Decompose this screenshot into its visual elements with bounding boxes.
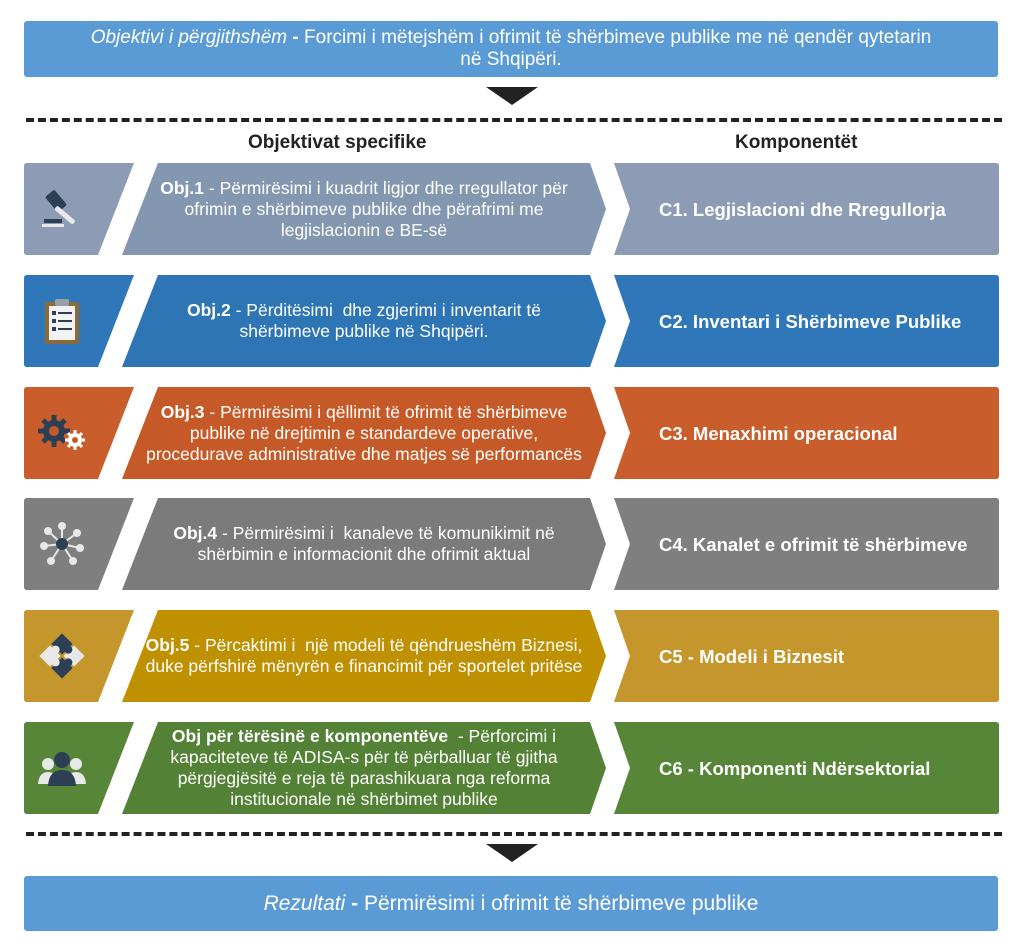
component-label: C2. Inventari i Shërbimeve Publike <box>659 310 962 332</box>
objective-text: Obj.2 - Përditësimi dhe zgjerimi i inven… <box>144 275 584 367</box>
objective-segment <box>122 610 606 702</box>
objective-text: Obj.4 - Përmirësimi i kanaleve të komuni… <box>144 498 584 590</box>
objective-row-3: Obj.3 - Përmirësimi i qëllimit të ofrimi… <box>24 387 999 479</box>
gears-icon <box>30 401 94 465</box>
puzzle-pieces-icon <box>30 624 94 688</box>
component-label: C1. Legjislacioni dhe Rregullorja <box>659 198 946 220</box>
general-objective-separator: - <box>287 27 305 48</box>
component-segment <box>614 163 999 255</box>
objective-segment <box>122 498 606 590</box>
component-label: C5 - Modeli i Biznesit <box>659 645 845 667</box>
objective-row-2: Obj.2 - Përditësimi dhe zgjerimi i inven… <box>24 275 999 367</box>
icon-segment <box>24 498 134 590</box>
objective-text: Obj.5 - Përcaktimi i një modeli të qëndr… <box>144 610 584 702</box>
objective-description: - Përforcimi i kapaciteteve të ADISA-s p… <box>170 726 563 809</box>
result-label: Rezultati <box>263 891 346 915</box>
general-objective-text: Forcimi i mëtejshëm i ofrimit të shërbim… <box>304 27 932 70</box>
component-segment <box>614 498 999 590</box>
objective-row-1: Obj.1 - Përmirësimi i kuadrit ligjor dhe… <box>24 163 999 255</box>
objective-label: Obj për tërësinë e komponentëve <box>171 726 449 746</box>
result-text: Përmirësimi i ofrimit të shërbimeve publ… <box>363 891 759 915</box>
objective-segment <box>122 722 606 814</box>
objective-description: - Përmirësimi i kanaleve të komunikimit … <box>197 523 560 564</box>
down-arrow-top <box>486 87 538 105</box>
column-header-objectives: Objektivat specifike <box>248 132 427 153</box>
icon-segment <box>24 387 134 479</box>
objective-description: - Përmirësimi i kuadrit ligjor dhe rregu… <box>184 177 573 240</box>
objective-row-4: Obj.4 - Përmirësimi i kanaleve të komuni… <box>24 498 999 590</box>
people-group-icon <box>30 736 94 800</box>
result-banner: Rezultati - Përmirësimi i ofrimit të shë… <box>24 876 998 931</box>
row-background <box>24 610 999 702</box>
objective-description: - Përcaktimi i një modeli të qëndrueshëm… <box>145 635 588 676</box>
divider-top <box>26 118 1002 122</box>
down-arrow-bottom <box>486 844 538 862</box>
gavel-icon <box>30 177 94 241</box>
row-background <box>24 387 999 479</box>
clipboard-checklist-icon <box>30 289 94 353</box>
icon-segment <box>24 163 134 255</box>
row-background <box>24 163 999 255</box>
component-label: C3. Menaxhimi operacional <box>659 422 898 444</box>
row-background <box>24 498 999 590</box>
objective-label: Obj.4 <box>173 523 218 543</box>
component-segment <box>614 275 999 367</box>
result-separator: - <box>345 891 364 915</box>
row-background <box>24 722 999 814</box>
network-nodes-icon <box>30 512 94 576</box>
general-objective-label: Objektivi i përgjithshëm <box>90 27 288 48</box>
objective-description: - Përditësimi dhe zgjerimi i inventarit … <box>230 300 546 341</box>
objective-segment <box>122 275 606 367</box>
objective-text: Obj.1 - Përmirësimi i kuadrit ligjor dhe… <box>144 163 584 255</box>
component-label: C4. Kanalet e ofrimit të shërbimeve <box>659 533 968 555</box>
objective-label: Obj.5 <box>145 635 190 655</box>
component-segment <box>614 610 999 702</box>
objective-label: Obj.3 <box>160 401 205 422</box>
objective-text: Obj.3 - Përmirësimi i qëllimit të ofrimi… <box>144 387 584 479</box>
column-header-components: Komponentët <box>735 132 858 153</box>
objective-segment <box>122 387 606 479</box>
objective-text: Obj për tërësinë e komponentëve - Përfor… <box>144 722 584 814</box>
component-segment <box>614 387 999 479</box>
row-background <box>24 275 999 367</box>
objective-segment <box>122 163 606 255</box>
component-segment <box>614 722 999 814</box>
objective-description: - Përmirësimi i qëllimit të ofrimit të s… <box>146 401 582 464</box>
objective-row-5: Obj.5 - Përcaktimi i një modeli të qëndr… <box>24 610 999 702</box>
objective-label: Obj.2 <box>186 300 231 320</box>
objective-row-6: Obj për tërësinë e komponentëve - Përfor… <box>24 722 999 814</box>
general-objective-banner: Objektivi i përgjithshëm - Forcimi i mët… <box>24 21 998 77</box>
objective-label: Obj.1 <box>160 177 205 198</box>
divider-bottom <box>26 832 1002 836</box>
component-label: C6 - Komponenti Ndërsektorial <box>659 757 931 779</box>
